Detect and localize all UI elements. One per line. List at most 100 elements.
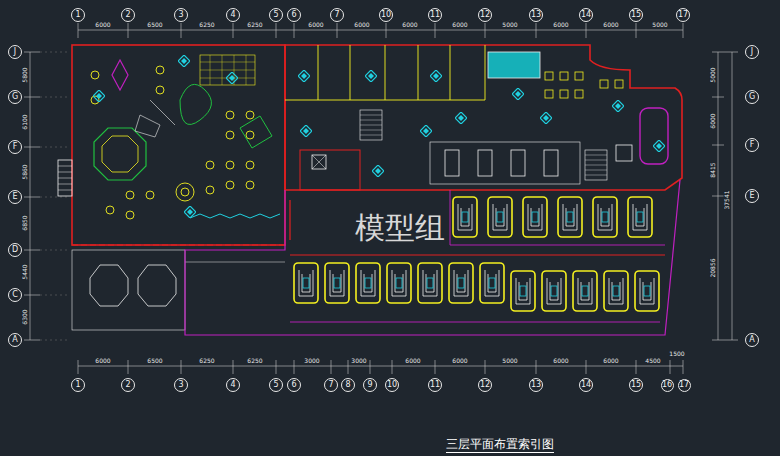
dimension-text: 8415	[710, 162, 716, 177]
grid-bubble: F	[8, 140, 22, 154]
grid-label: 5	[273, 381, 278, 389]
grid-bubble: 7	[330, 8, 344, 22]
grid-label: J	[14, 48, 16, 56]
grid-label: 12	[480, 11, 490, 19]
dimension-text: 5000	[652, 22, 667, 28]
dimension-text: 6000	[710, 113, 716, 128]
grid-label: 14	[581, 11, 591, 19]
dimension-text: 3000	[304, 358, 319, 364]
grid-bubble: D	[8, 243, 22, 257]
grid-label: 9	[367, 381, 372, 389]
grid-bubble: 17	[678, 379, 691, 392]
dimension-text: 6000	[452, 358, 467, 364]
dimension-text: 6000	[402, 22, 417, 28]
grid-bubble: E	[745, 189, 759, 203]
grid-label: F	[750, 141, 755, 149]
grid-bubble: 6	[287, 8, 301, 22]
grid-bubble: 17	[676, 8, 690, 22]
watermark-text: 模型组	[355, 213, 445, 243]
grid-label: F	[13, 143, 18, 151]
grid-label: 10	[381, 11, 391, 19]
grid-bubble: 15	[629, 8, 643, 22]
grid-bubble: 14	[579, 378, 593, 392]
grid-label: E	[749, 192, 754, 200]
grid-bubble: 9	[363, 378, 377, 392]
grid-bubble: 4	[226, 8, 240, 22]
grid-bubble: 12	[478, 378, 492, 392]
grid-label: 12	[480, 381, 490, 389]
grid-label: 15	[631, 11, 641, 19]
dimension-text: 5000	[502, 22, 517, 28]
dimension-text: 6500	[147, 358, 162, 364]
grid-bubble: 5	[269, 8, 283, 22]
grid-bubble: 14	[579, 8, 593, 22]
dimension-text: 6000	[354, 22, 369, 28]
grid-bubble: C	[8, 288, 22, 302]
grid-bubble: 4	[226, 378, 240, 392]
grid-bubble: 2	[121, 378, 135, 392]
dimension-text: 6000	[452, 22, 467, 28]
grid-label: 7	[334, 11, 339, 19]
dimension-text: 3000	[351, 358, 366, 364]
dimension-text: 5800	[22, 67, 28, 82]
dimension-text: 4500	[645, 358, 660, 364]
grid-bubble: 12	[478, 8, 492, 22]
grid-label: 8	[345, 381, 350, 389]
grid-bubble: 16	[661, 379, 674, 392]
grid-label: 14	[581, 381, 591, 389]
grid-bubble: 7	[324, 378, 338, 392]
grid-label: 4	[230, 11, 235, 19]
dimension-text: 6000	[603, 358, 618, 364]
grid-label: 11	[430, 381, 440, 389]
dimension-text: 6300	[22, 309, 28, 324]
grid-label: 10	[387, 381, 397, 389]
dimension-text: 6250	[247, 22, 262, 28]
dimension-text: 5440	[22, 264, 28, 279]
grid-bubble: 10	[385, 378, 399, 392]
dimension-text: 20856	[710, 258, 716, 277]
dimension-text: 6000	[405, 358, 420, 364]
grid-label: A	[749, 336, 754, 344]
grid-bubble: 3	[174, 8, 188, 22]
dimension-text: 6000	[95, 358, 110, 364]
grid-bubble: A	[745, 333, 759, 347]
grid-bubble: 10	[379, 8, 393, 22]
grid-bubble: A	[8, 333, 22, 347]
grid-bubble: F	[745, 138, 759, 152]
grid-label: J	[751, 48, 753, 56]
grid-bubble: 2	[121, 8, 135, 22]
grid-label: D	[12, 246, 18, 254]
dimension-text: 5000	[502, 358, 517, 364]
grid-label: 16	[662, 381, 672, 389]
grid-label: 17	[678, 11, 688, 19]
grid-label: 5	[273, 11, 278, 19]
grid-bubble: 8	[341, 378, 355, 392]
dimension-text: 6000	[553, 22, 568, 28]
grid-label: 2	[125, 11, 130, 19]
grid-bubble: E	[8, 190, 22, 204]
grid-label: E	[12, 193, 17, 201]
grid-label: 15	[631, 381, 641, 389]
dimension-text: 6000	[308, 22, 323, 28]
grid-label: A	[12, 336, 17, 344]
grid-bubble: 13	[529, 378, 543, 392]
grid-label: 6	[291, 11, 296, 19]
dimension-text: 6250	[247, 358, 262, 364]
grid-bubble: G	[8, 90, 22, 104]
grid-label: 1	[75, 11, 80, 19]
grid-bubble: 6	[287, 378, 301, 392]
grid-bubble: 3	[174, 378, 188, 392]
dimension-text: 6250	[199, 358, 214, 364]
dimension-text: 6000	[603, 22, 618, 28]
grid-bubble: 11	[428, 378, 442, 392]
grid-label: G	[749, 93, 755, 101]
dimension-text: 6850	[22, 215, 28, 230]
dimension-text: 5000	[710, 67, 716, 82]
grid-label: 6	[291, 381, 296, 389]
grid-label: 11	[430, 11, 440, 19]
grid-label: 3	[178, 11, 183, 19]
grid-label: 3	[178, 381, 183, 389]
dimension-text: 1500	[669, 351, 684, 357]
grid-bubble: 11	[428, 8, 442, 22]
grid-label: 2	[125, 381, 130, 389]
